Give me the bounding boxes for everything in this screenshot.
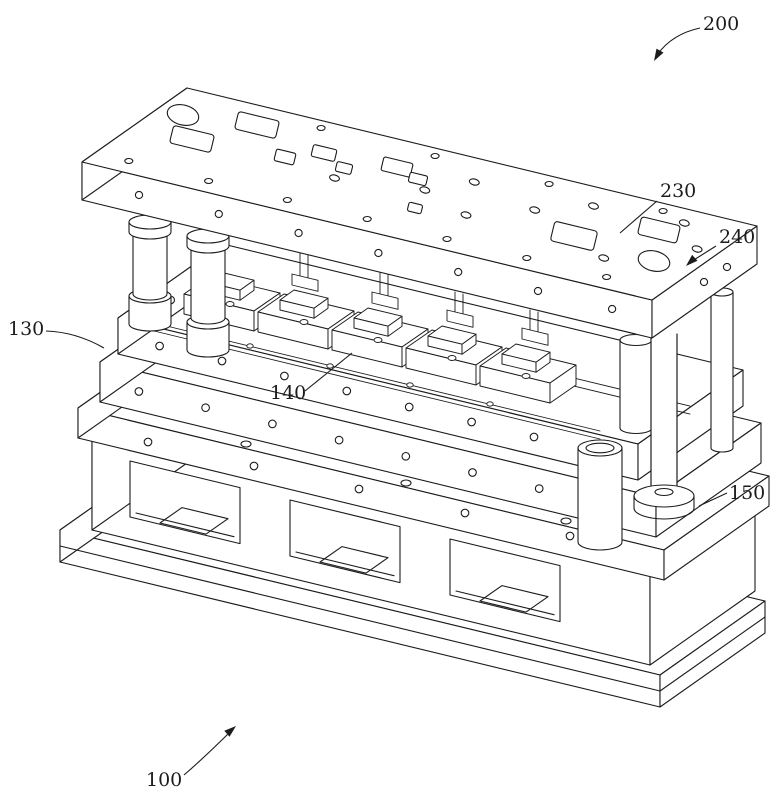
arrowhead-200 xyxy=(654,48,664,61)
base-rib xyxy=(319,546,389,574)
label-100: 100 xyxy=(146,769,182,791)
arrowhead-100 xyxy=(224,726,236,737)
leader-140 xyxy=(304,352,353,392)
leader-150 xyxy=(698,492,728,507)
label-150: 150 xyxy=(729,482,765,504)
base-rib xyxy=(159,507,229,535)
guide-pillar-left-2 xyxy=(186,228,230,325)
guide-pillar-left-1 xyxy=(128,214,172,301)
label-200: 200 xyxy=(703,13,739,35)
guide-pillar-right-far xyxy=(710,287,734,453)
label-240: 240 xyxy=(719,226,755,248)
guide-post-with-flange xyxy=(633,333,695,520)
leaders xyxy=(45,27,728,776)
leader-200 xyxy=(656,27,701,56)
label-140: 140 xyxy=(270,382,306,404)
base-rib xyxy=(479,585,549,613)
label-130: 130 xyxy=(8,318,44,340)
leader-230 xyxy=(619,200,658,234)
label-230: 230 xyxy=(660,180,696,202)
top-plate xyxy=(81,87,758,339)
upper-punches xyxy=(291,251,549,346)
leader-100 xyxy=(183,728,234,776)
guide-bushing-cylinder xyxy=(577,439,623,551)
leader-130 xyxy=(45,330,105,349)
lower-guide-bushings xyxy=(128,288,230,358)
labels: 200 230 240 130 140 150 100 xyxy=(8,13,765,791)
guide-pillar-right-rear xyxy=(619,333,653,435)
arrowhead-240 xyxy=(686,254,698,266)
